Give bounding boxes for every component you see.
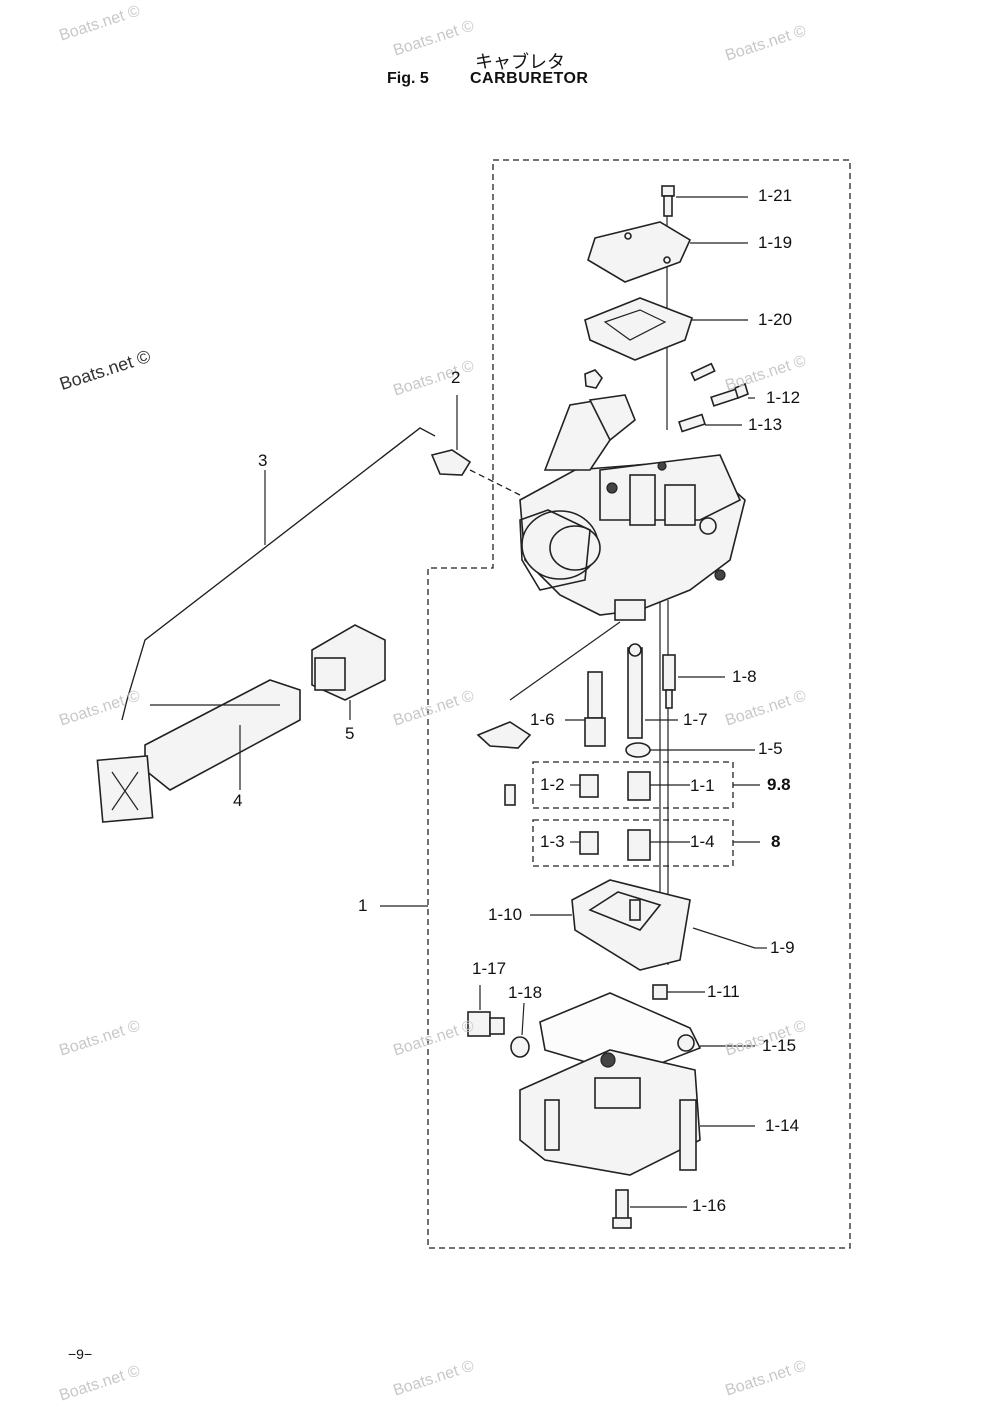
part-5-grip-cap bbox=[311, 624, 386, 701]
figure-title: CARBURETOR bbox=[470, 70, 589, 87]
callout-1-19: 1-19 bbox=[758, 233, 793, 252]
small-screw bbox=[690, 362, 716, 382]
callout-1-20: 1-20 bbox=[758, 310, 793, 329]
callout-1-9: 1-9 bbox=[770, 938, 795, 957]
part-4-throttle-handle bbox=[96, 679, 301, 823]
part-1-20-gasket bbox=[584, 297, 693, 361]
part-1-11-screw bbox=[652, 984, 668, 1000]
part-1-15-bowl-gasket bbox=[539, 992, 702, 1076]
part-1-14-float-chamber bbox=[519, 1049, 701, 1176]
callout-1-7: 1-7 bbox=[683, 710, 708, 729]
callout-set-9-8: 9.8 bbox=[767, 775, 791, 794]
title-japanese: キャブレタ bbox=[475, 52, 565, 73]
part-1-17-drain-screw bbox=[467, 1011, 505, 1037]
part-1-5-o-ring bbox=[625, 742, 651, 758]
callout-1-21: 1-21 bbox=[758, 186, 793, 205]
callout-1-13: 1-13 bbox=[748, 415, 783, 434]
callout-1-15: 1-15 bbox=[762, 1036, 797, 1055]
part-1-1-main-jet bbox=[627, 771, 651, 801]
callout-1-5: 1-5 bbox=[758, 739, 783, 758]
jet-set-8-outline bbox=[532, 819, 734, 867]
callout-1-16: 1-16 bbox=[692, 1196, 727, 1215]
part-1-13-spring bbox=[678, 413, 706, 433]
callout-1-10: 1-10 bbox=[488, 905, 523, 924]
part-1-18-o-ring bbox=[510, 1036, 530, 1058]
nut bbox=[584, 369, 603, 389]
callout-1: 1 bbox=[358, 896, 368, 915]
callout-1-8: 1-8 bbox=[732, 667, 757, 686]
assembly-boundary-outline bbox=[427, 159, 851, 1249]
callout-1-17: 1-17 bbox=[472, 959, 507, 978]
bracket-plate bbox=[476, 721, 532, 749]
callout-set-8: 8 bbox=[771, 832, 781, 851]
callout-1-3: 1-3 bbox=[540, 832, 565, 851]
callout-1-2: 1-2 bbox=[540, 775, 565, 794]
callout-1-14: 1-14 bbox=[765, 1116, 800, 1135]
assembly-line bbox=[469, 469, 521, 496]
leader-lines bbox=[380, 196, 767, 1208]
figure-number: Fig. 5 bbox=[387, 70, 429, 87]
part-1-19-cover bbox=[587, 221, 692, 283]
callout-1-12: 1-12 bbox=[766, 388, 801, 407]
part-1-2-pilot-jet bbox=[579, 774, 599, 798]
part-1-3-pilot-jet bbox=[579, 831, 599, 855]
callout-1-11: 1-11 bbox=[707, 982, 740, 1001]
part-2-link-joint bbox=[430, 395, 472, 476]
part-1-16-screw bbox=[612, 1189, 632, 1229]
part-1-12-screw bbox=[710, 382, 749, 407]
part-1-7-nozzle bbox=[627, 643, 643, 739]
callout-3: 3 bbox=[258, 451, 268, 470]
callout-1-1: 1-1 bbox=[690, 776, 715, 795]
part-1-8-needle bbox=[662, 654, 676, 709]
callout-1-6: 1-6 bbox=[530, 710, 555, 729]
callout-2: 2 bbox=[451, 368, 461, 387]
part-1-21-screw bbox=[661, 185, 675, 217]
callout-1-4: 1-4 bbox=[690, 832, 715, 851]
callout-1-18: 1-18 bbox=[508, 983, 543, 1002]
part-1-6-tube bbox=[584, 671, 606, 747]
part-1-carburetor-body bbox=[519, 394, 746, 621]
page-number: −9− bbox=[68, 1346, 93, 1362]
callout-5: 5 bbox=[345, 724, 355, 743]
part-1-10-float bbox=[571, 879, 691, 971]
callout-4: 4 bbox=[233, 791, 243, 810]
part-1-4-main-jet bbox=[627, 829, 651, 861]
part-3-link-rod bbox=[121, 427, 436, 721]
